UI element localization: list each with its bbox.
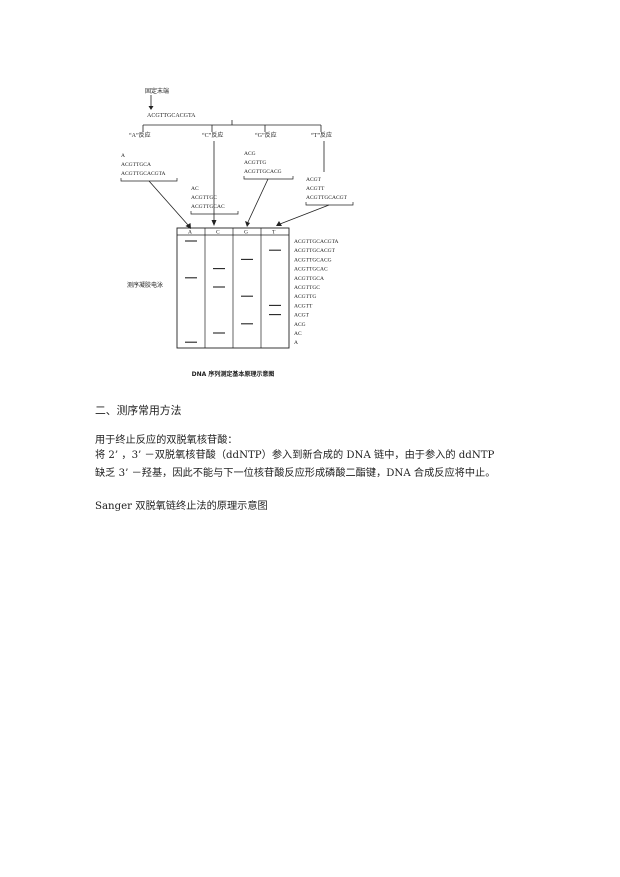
fragment-g-arrow xyxy=(247,178,269,223)
fragment-a-2: ACGTTGCA xyxy=(121,162,151,168)
gel-label: 测序凝胶电泳 xyxy=(127,281,163,289)
band-label: ACGT xyxy=(294,313,310,319)
band-label: AC xyxy=(294,331,302,337)
fragment-t-2: ACGTT xyxy=(306,186,325,192)
dna-sequencing-figure: 固定末端 ACGTTGCACGTA “A”反应 “C”反应 “G”反应 “T”反… xyxy=(120,87,354,378)
lane-c-label: C xyxy=(216,230,220,236)
band-label: ACGTTGCACGT xyxy=(294,248,336,254)
reaction-a-label: “A”反应 xyxy=(129,131,151,139)
fragment-t-arrowhead xyxy=(276,221,282,226)
fragment-c-arrowhead xyxy=(211,220,217,226)
lane-g-label: G xyxy=(244,230,248,236)
band-label: ACGTTGCACGTA xyxy=(294,239,339,245)
band-labels: ACGTTGCACGTAACGTTGCACGTACGTTGCACGACGTTGC… xyxy=(294,239,339,346)
fixed-end-arrowhead xyxy=(148,106,154,110)
band-label: ACGTT xyxy=(294,303,313,309)
lane-t-label: T xyxy=(272,230,276,236)
band-label: ACGTTGCAC xyxy=(294,267,328,273)
fragment-c-brace xyxy=(190,211,239,215)
fragment-t-brace xyxy=(305,202,354,206)
reaction-g-label: “G”反应 xyxy=(255,131,277,139)
band-label: ACGTTG xyxy=(294,294,316,300)
template-sequence: ACGTTGCACGTA xyxy=(147,113,196,119)
band-label: ACGTTGC xyxy=(294,285,320,291)
body-line-1: 将 2’ ，3’ －双脱氧核苷酸（ddNTP）参入到新合成的 DNA 链中，由于… xyxy=(95,450,495,461)
intro-line: 用于终止反应的双脱氧核苷酸： xyxy=(95,435,238,446)
fixed-end-label: 固定末端 xyxy=(145,87,169,95)
fragment-t-3: ACGTTGCACGT xyxy=(306,195,348,201)
sanger-caption: Sanger 双脱氧链终止法的原理示意图 xyxy=(95,501,268,512)
gel-bands xyxy=(185,240,281,343)
fragment-g-arrowhead xyxy=(245,221,250,227)
fragment-c-2: ACGTTGC xyxy=(191,195,217,201)
reaction-c-label: “C”反应 xyxy=(202,131,223,139)
fragment-g-2: ACGTTG xyxy=(244,160,266,166)
reaction-t-label: “T”反应 xyxy=(311,131,332,139)
fragment-a-3: ACGTTGCACGTA xyxy=(121,171,166,177)
fragment-g-1: ACG xyxy=(244,151,256,157)
fragment-c-1: AC xyxy=(191,186,199,192)
sequencing-gel xyxy=(176,227,290,349)
lane-a-label: A xyxy=(188,230,192,236)
fragment-a-arrow xyxy=(148,180,189,226)
fragment-a-arrowhead xyxy=(185,223,191,229)
figure-caption: DNA 序列测定基本原理示意图 xyxy=(192,370,275,378)
fragment-t-arrow xyxy=(279,204,330,225)
fragment-t-1: ACGT xyxy=(306,177,322,183)
band-label: ACGTTGCA xyxy=(294,276,324,282)
band-label: ACGTTGCACG xyxy=(294,257,332,263)
section-heading: 二、测序常用方法 xyxy=(95,404,182,417)
fragment-g-3: ACGTTGCACG xyxy=(244,169,282,175)
band-label: A xyxy=(294,340,298,346)
band-label: ACG xyxy=(294,322,306,328)
fragment-a-brace xyxy=(120,178,178,182)
fragment-a-1: A xyxy=(121,153,125,159)
body-line-2: 缺乏 3’ －羟基，因此不能与下一位核苷酸反应形成磷酸二酯键，DNA 合成反应将… xyxy=(95,468,496,479)
fragment-c-3: ACGTTGCAC xyxy=(191,204,225,210)
fragment-g-brace xyxy=(243,176,294,180)
